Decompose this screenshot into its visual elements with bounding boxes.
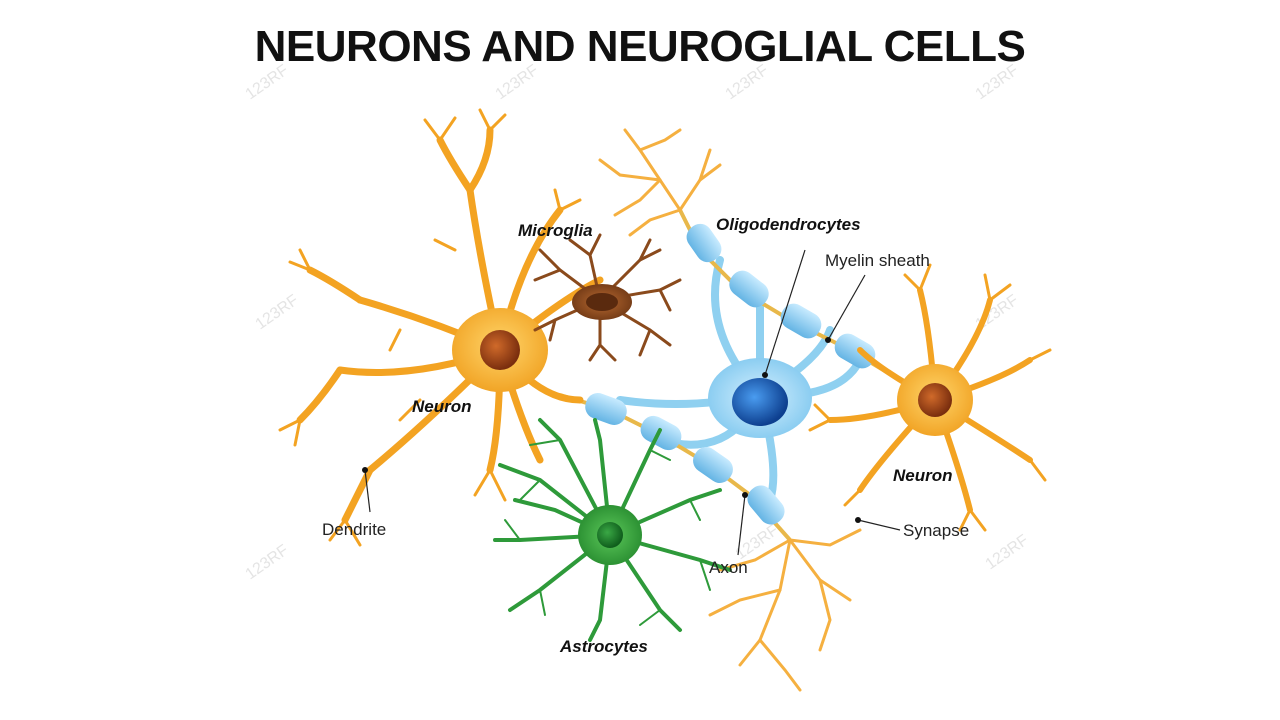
pointer-synapse bbox=[857, 519, 901, 531]
pointer-lines bbox=[364, 249, 901, 556]
watermark: 123RF bbox=[243, 62, 292, 104]
neuron-right bbox=[808, 263, 1052, 532]
label-astrocytes: Astrocytes bbox=[559, 637, 648, 656]
label-oligodendrocytes: Oligodendrocytes bbox=[716, 215, 861, 234]
dendrite-tree-bottom bbox=[708, 528, 862, 692]
myelin-segment bbox=[585, 392, 627, 426]
oligodendrocyte-cell bbox=[708, 358, 812, 438]
myelin-segment bbox=[693, 447, 733, 483]
watermark: 123RF bbox=[243, 542, 292, 584]
myelin-segment bbox=[729, 270, 769, 308]
myelin-segment bbox=[834, 333, 876, 369]
axon-upper bbox=[678, 209, 902, 382]
label-dendrite: Dendrite bbox=[322, 520, 386, 539]
label-axon: Axon bbox=[709, 558, 748, 577]
page-title: NEURONS AND NEUROGLIAL CELLS bbox=[254, 22, 1026, 71]
watermark: 123RF bbox=[253, 292, 302, 334]
watermark: 123RF bbox=[973, 62, 1022, 104]
pointer-axon bbox=[737, 494, 746, 556]
watermark: 123RF bbox=[723, 62, 772, 104]
microglia-cell bbox=[533, 233, 682, 362]
neuron-left bbox=[278, 108, 604, 547]
watermark: 123RF bbox=[493, 62, 542, 104]
pointer-dots bbox=[362, 337, 861, 523]
astrocyte-nucleus bbox=[597, 522, 623, 548]
pointer-dendrite bbox=[364, 469, 371, 513]
oligodendrocyte-nucleus bbox=[732, 378, 788, 426]
neuron-nucleus bbox=[480, 330, 520, 370]
label-neuron-left: Neuron bbox=[412, 397, 472, 416]
myelin-segment bbox=[686, 223, 722, 263]
myelin-segment bbox=[780, 303, 822, 339]
neuron-nucleus bbox=[918, 383, 952, 417]
label-neuron-right: Neuron bbox=[893, 466, 953, 485]
pointer-myelin-to-oligo bbox=[764, 249, 806, 376]
label-myelin-sheath: Myelin sheath bbox=[825, 251, 930, 270]
pointer-myelin-to-sheath bbox=[827, 274, 866, 341]
watermark: 123RF bbox=[983, 532, 1032, 574]
label-synapse: Synapse bbox=[903, 521, 969, 540]
axon-lower bbox=[559, 392, 792, 542]
astrocyte-cell bbox=[493, 418, 732, 642]
dendrite-tree-top bbox=[598, 128, 722, 237]
label-microglia: Microglia bbox=[518, 221, 593, 240]
microglia-nucleus bbox=[586, 293, 618, 311]
myelin-segment bbox=[747, 485, 785, 525]
myelin-segment bbox=[640, 415, 682, 451]
